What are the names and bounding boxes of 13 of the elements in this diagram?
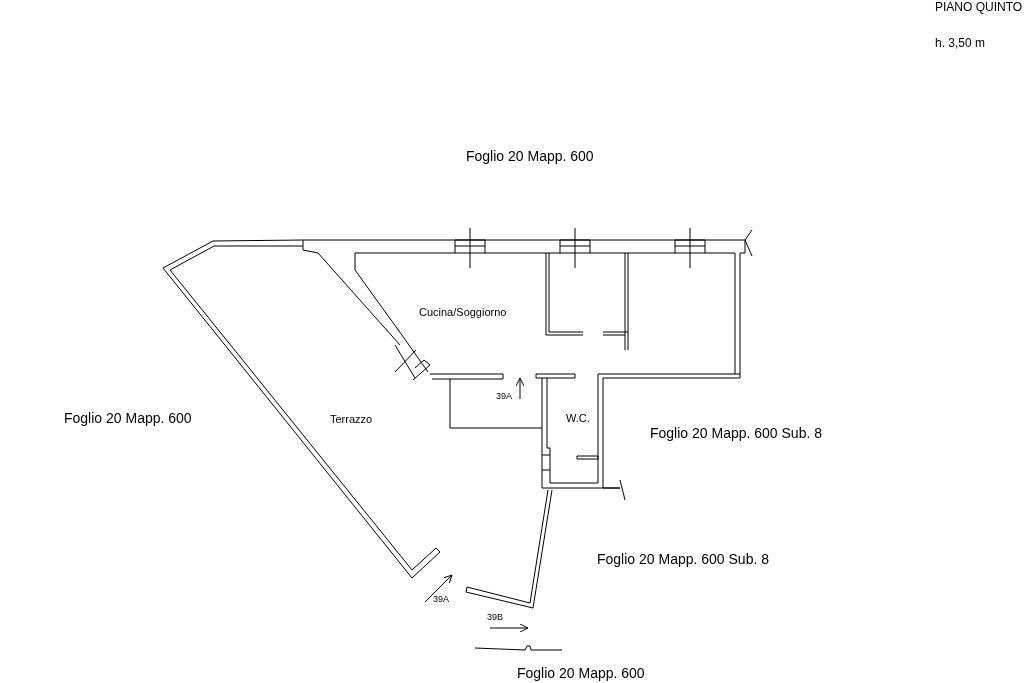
section-label: 39B	[487, 613, 503, 623]
parcel-label: Foglio 20 Mapp. 600 Sub. 8	[597, 552, 769, 568]
parcel-label: Foglio 20 Mapp. 600	[466, 149, 594, 165]
floor-title: PIANO QUINTO	[935, 1, 1023, 15]
section-label: 39A	[433, 595, 449, 605]
parcel-label: Foglio 20 Mapp. 600	[64, 411, 192, 427]
section-label: 39A	[496, 392, 512, 402]
parcel-label: Foglio 20 Mapp. 600	[517, 666, 645, 682]
room-label: Terrazzo	[330, 413, 373, 426]
height-note: h. 3,50 m	[935, 37, 986, 51]
parcel-label: Foglio 20 Mapp. 600 Sub. 8	[650, 426, 822, 442]
room-label: W.C.	[566, 412, 590, 425]
room-label: Cucina/Soggiorno	[419, 306, 507, 319]
